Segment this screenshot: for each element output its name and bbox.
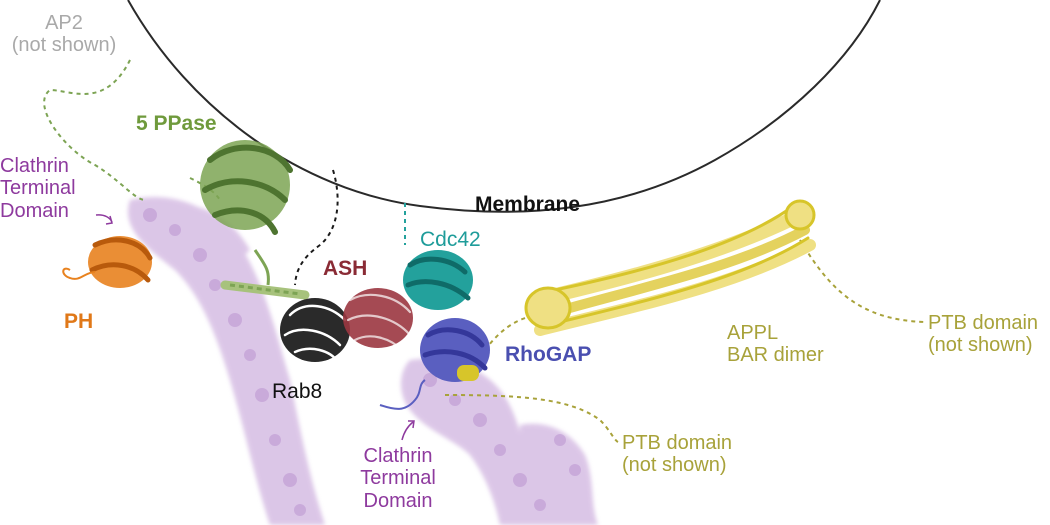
rab8-membrane-dashed <box>294 169 339 286</box>
label-clathrin-top-line2: Terminal <box>0 177 76 200</box>
clathrin-density-speckle <box>143 208 581 516</box>
label-appl-bar-dimer: APPL BAR dimer <box>727 322 824 367</box>
membrane-curve <box>127 0 881 213</box>
arrow-to-clathrin-bottom <box>401 421 414 441</box>
label-appl-line1: APPL <box>727 322 779 344</box>
arrow-to-ph <box>95 214 113 223</box>
ph-domain-structure <box>62 236 153 288</box>
label-5-ppase: 5 PPase <box>136 112 217 135</box>
label-ptb-domain-bottom: PTB domain (not shown) <box>622 432 732 477</box>
label-ptb-bottom-line1: PTB domain <box>622 432 733 454</box>
appl-ptb-bottom-dashed <box>444 394 619 443</box>
label-ptb-right-line1: PTB domain <box>928 312 1039 334</box>
ap2-linker-dashed <box>43 59 146 201</box>
rab8-structure <box>280 298 350 364</box>
label-ph: PH <box>64 310 94 333</box>
appl-bar-dimer-structure <box>524 199 816 336</box>
label-ap2: AP2 (not shown) <box>2 12 126 57</box>
label-membrane: Membrane <box>475 193 581 216</box>
label-rhogap: RhoGAP <box>505 343 592 366</box>
label-cdc42: Cdc42 <box>420 228 481 251</box>
label-ash: ASH <box>323 257 368 280</box>
label-clathrin-top-line3: Domain <box>0 199 69 222</box>
arrow-to-clathrin-bottom-head <box>408 420 415 429</box>
appl-rhogap-dashed <box>484 315 533 351</box>
label-clathrin-terminal-domain-bottom: Clathrin Terminal Domain <box>348 445 448 512</box>
label-appl-line2: BAR dimer <box>727 344 824 367</box>
label-clathrin-bottom-line1: Clathrin <box>363 445 433 467</box>
label-ptb-right-line2: (not shown) <box>928 334 1033 357</box>
label-ptb-domain-right: PTB domain (not shown) <box>928 312 1038 357</box>
appl-ptb-right-dashed <box>799 239 926 323</box>
cdc42-structure <box>403 250 473 310</box>
label-ap2-line2: (not shown) <box>11 34 117 57</box>
clathrin-density <box>128 197 598 525</box>
label-ptb-bottom-line2: (not shown) <box>622 454 727 477</box>
arrow-to-ph-head <box>105 215 113 225</box>
label-clathrin-top-line1: Clathrin <box>0 155 69 177</box>
label-rab8: Rab8 <box>272 380 323 403</box>
label-ap2-line1: AP2 <box>45 12 83 34</box>
label-clathrin-terminal-domain-top: Clathrin Terminal Domain <box>0 155 76 222</box>
ppase-domain-structure <box>200 140 310 300</box>
rhogap-structure <box>379 318 490 410</box>
label-clathrin-bottom-line3: Domain <box>363 489 433 512</box>
ash-domain-structure <box>343 288 413 352</box>
label-clathrin-bottom-line2: Terminal <box>360 467 436 490</box>
